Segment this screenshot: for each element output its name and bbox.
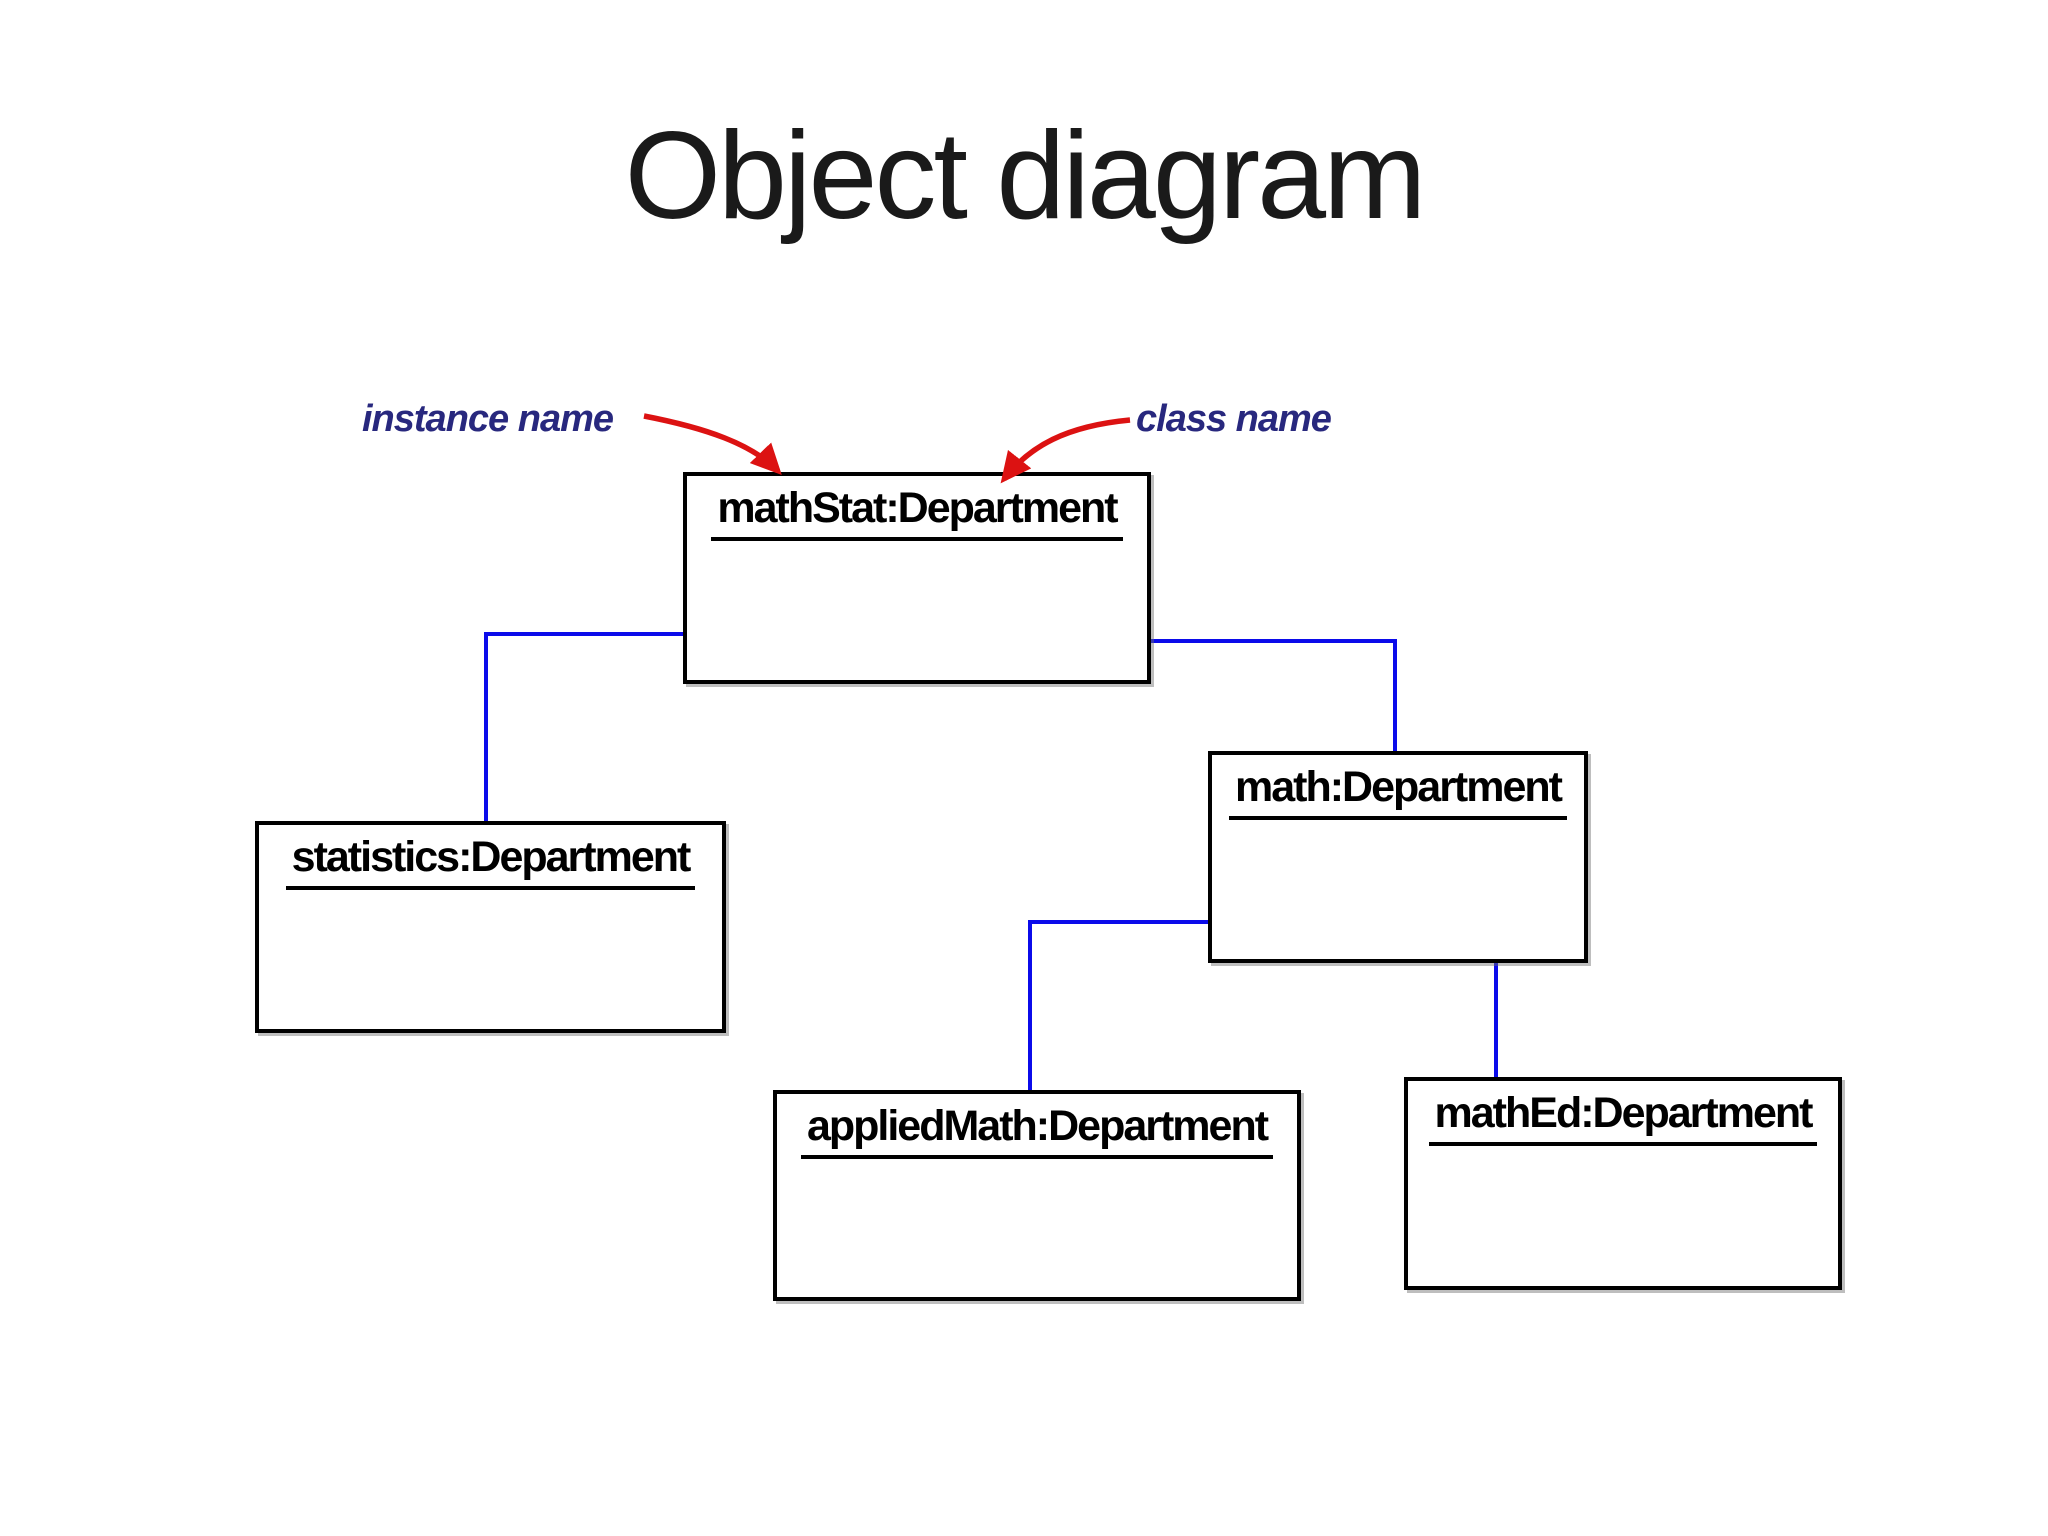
node-mathed-department: mathEd:Department [1404,1077,1842,1290]
node-title-mathstat: mathStat:Department [711,484,1123,542]
edge-mathstat-statistics [484,632,683,823]
node-title-math: math:Department [1229,763,1567,821]
node-appliedmath-department: appliedMath:Department [773,1090,1301,1301]
node-title-statistics: statistics:Department [285,833,696,891]
node-mathstat-department: mathStat:Department [683,472,1151,684]
edge-mathstat-math [1151,639,1397,753]
class-name-arrow [1000,417,1131,484]
page-title: Object diagram [624,107,1427,245]
node-statistics-department: statistics:Department [255,821,726,1033]
class-name-annotation: class name [1136,398,1332,440]
instance-name-annotation: instance name [362,398,614,440]
node-title-mathed: mathEd:Department [1428,1089,1818,1147]
edge-math-appliedmath [1028,920,1208,1092]
node-title-appliedmath: appliedMath:Department [800,1102,1274,1160]
node-math-department: math:Department [1208,751,1588,963]
instance-name-arrow [643,413,782,475]
